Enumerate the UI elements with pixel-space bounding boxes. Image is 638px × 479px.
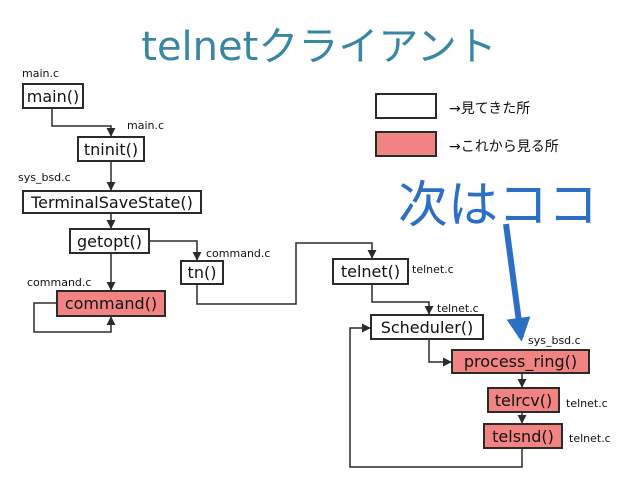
- box-tninit: tninit(): [77, 136, 145, 162]
- file-label-telsnd: telnet.c: [569, 432, 611, 445]
- file-label-telrcv: telnet.c: [566, 397, 608, 410]
- file-label-process-ring: sys_bsd.c: [528, 334, 581, 347]
- box-telrcv: telrcv(): [487, 387, 560, 413]
- file-label-tninit: main.c: [127, 119, 165, 132]
- legend-swatch-upcoming: [375, 131, 437, 157]
- file-label-tn: command.c: [206, 247, 271, 260]
- file-label-telnet: telnet.c: [412, 263, 454, 276]
- connector-main-tninit: [51, 109, 116, 137]
- legend-label-upcoming: →これから見る所: [449, 139, 559, 155]
- box-process-ring: process_ring(): [451, 349, 590, 374]
- box-command: command(): [56, 290, 166, 317]
- box-tn: tn(): [180, 260, 224, 285]
- page-title: telnetクライアント: [141, 24, 497, 70]
- box-telnet: telnet(): [332, 258, 409, 285]
- connector-telsnd-loop: [349, 323, 523, 468]
- connector-command-loop: [33, 302, 116, 333]
- legend-swatch-seen: [375, 93, 437, 119]
- file-label-command: command.c: [27, 276, 92, 289]
- legend-label-seen: →見てきた所: [449, 101, 531, 117]
- box-terminal-save-state: TerminalSaveState(): [22, 190, 202, 214]
- callout-text: 次はココ: [398, 176, 598, 234]
- file-label-main: main.c: [22, 67, 60, 80]
- connector-tn-telnet: [196, 242, 377, 305]
- box-getopt: getopt(): [69, 228, 150, 254]
- box-scheduler: Scheduler(): [370, 314, 484, 340]
- file-label-scheduler: telnet.c: [437, 302, 479, 315]
- box-telsnd: telsnd(): [483, 423, 563, 449]
- callout-arrow: [503, 223, 531, 342]
- file-label-terminal-save-state: sys_bsd.c: [18, 171, 71, 184]
- box-main: main(): [22, 83, 84, 109]
- connector-scheduler-process-ring: [428, 340, 452, 367]
- connector-getopt-tn: [150, 240, 202, 261]
- connector-telnet-scheduler: [371, 285, 434, 315]
